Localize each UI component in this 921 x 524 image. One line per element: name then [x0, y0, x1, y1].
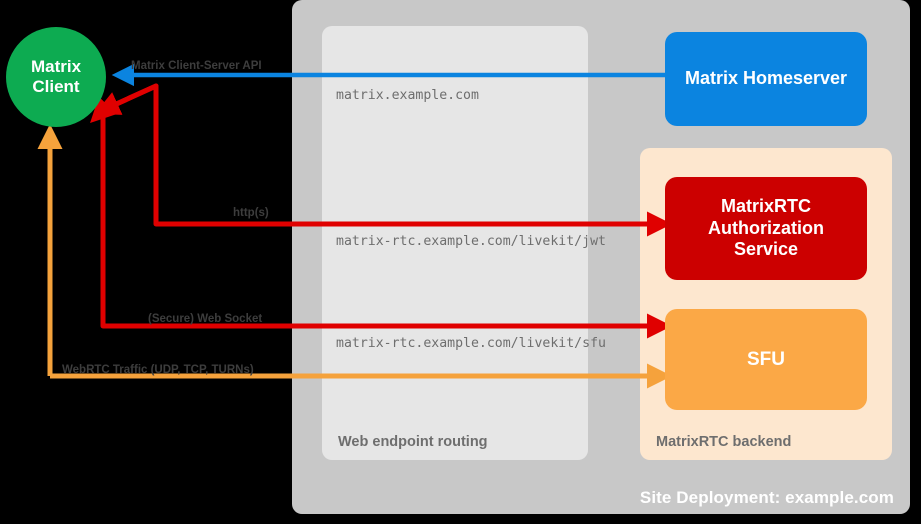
endpoint-url-matrix: matrix.example.com — [336, 88, 479, 103]
node-matrix-client[interactable]: Matrix Client — [6, 27, 106, 127]
auth-service-line3: Service — [733, 239, 799, 260]
matrix-client-line1: Matrix — [30, 56, 82, 76]
web-endpoint-routing-label: Web endpoint routing — [338, 434, 488, 450]
sfu-label: SFU — [747, 348, 785, 370]
node-matrix-homeserver[interactable]: Matrix Homeserver — [665, 32, 867, 126]
matrix-client-line2: Client — [32, 77, 80, 96]
edge-label-secure-websocket: (Secure) Web Socket — [148, 313, 263, 325]
node-sfu[interactable]: SFU — [665, 309, 867, 410]
endpoint-url-livekit-jwt: matrix-rtc.example.com/livekit/jwt — [336, 234, 606, 249]
auth-service-line1: MatrixRTC — [720, 195, 811, 216]
endpoint-url-livekit-sfu: matrix-rtc.example.com/livekit/sfu — [336, 336, 606, 351]
container-web-endpoint-routing: matrix.example.com matrix-rtc.example.co… — [322, 26, 606, 460]
edge-label-https: http(s) — [233, 207, 269, 219]
edge-label-matrix-client-server-api: Matrix Client-Server API — [131, 60, 262, 72]
matrixrtc-backend-label: MatrixRTC backend — [656, 434, 792, 450]
edge-label-webrtc-traffic: WebRTC Traffic (UDP, TCP, TURNs) — [62, 364, 254, 376]
site-deployment-label: Site Deployment: example.com — [639, 488, 894, 507]
matrix-homeserver-label: Matrix Homeserver — [684, 68, 848, 89]
auth-service-line2: Authorization — [708, 217, 824, 238]
node-matrixrtc-authorization-service[interactable]: MatrixRTC Authorization Service — [665, 177, 867, 280]
